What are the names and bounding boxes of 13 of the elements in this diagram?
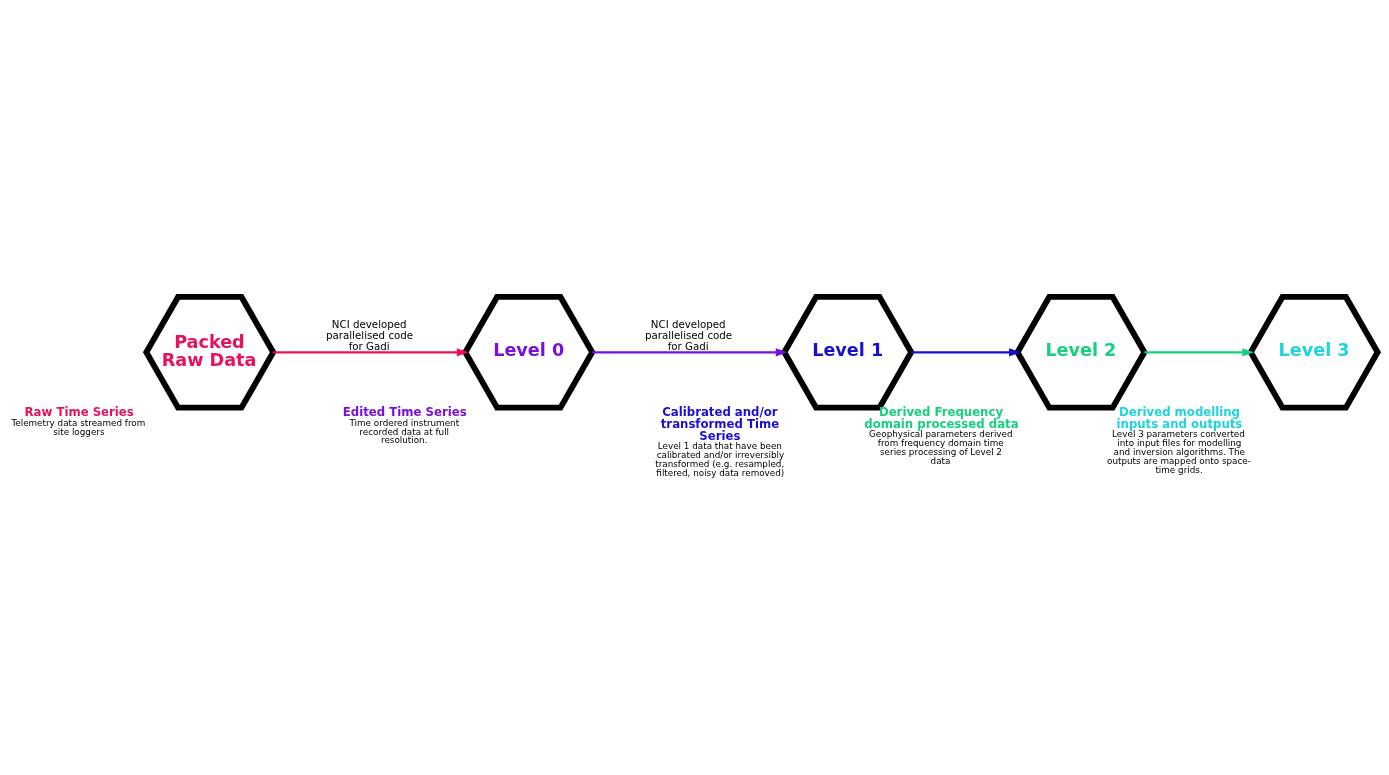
- node-label: Level 3 parameters converted into input files for modelling and inversion algorithms. The outputs are mapped onto space-time grids.: [1107, 429, 1251, 475]
- arrow: [911, 348, 1021, 357]
- edge-label: NCI developed parallelised code for Gadi: [326, 317, 414, 352]
- arrow: [1144, 348, 1254, 357]
- node-label: Level 1 data that have been calibrated and/or irreversibly transformed (e.g. resampled, filtered, noisy data removed): [655, 441, 785, 478]
- node-label: Geophysical parameters derived from frequency domain time series processing of Level 2 data: [869, 429, 1013, 466]
- node-label: Calibrated and/or transformed Time Series: [660, 405, 780, 443]
- node-label: Telemetry data streamed from site loggers: [11, 417, 146, 437]
- node-label: Raw Time Series: [24, 405, 134, 420]
- node-label: Time ordered instrument recorded data at full resolution.: [349, 417, 460, 446]
- arrow: [273, 348, 469, 357]
- edge-label: NCI developed parallelised code for Gadi: [645, 317, 733, 352]
- arrow: [592, 348, 788, 357]
